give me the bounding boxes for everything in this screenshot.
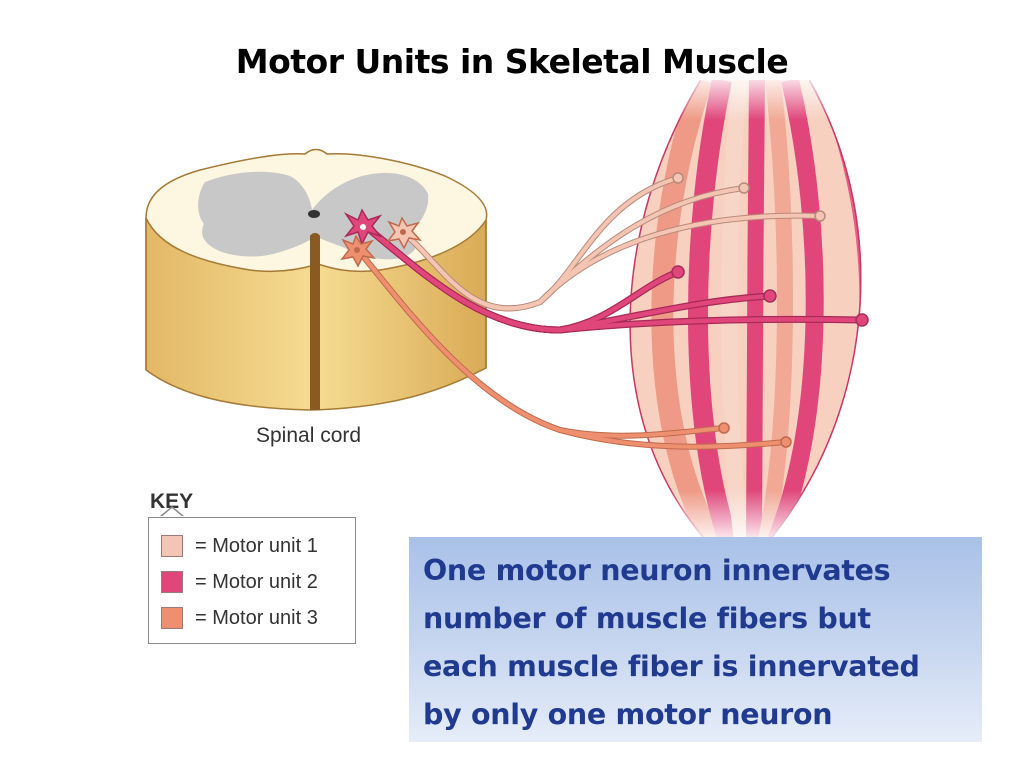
key-item-motor-unit-2: = Motor unit 2 bbox=[161, 570, 318, 594]
key-title: KEY bbox=[150, 490, 194, 513]
key-item-motor-unit-3: = Motor unit 3 bbox=[161, 606, 318, 630]
callout-box: One motor neuron innervates number of mu… bbox=[409, 537, 982, 742]
motor-neurons bbox=[340, 208, 423, 268]
anterior-fissure bbox=[310, 233, 320, 410]
spinal-cord-label: Spinal cord bbox=[256, 424, 362, 447]
central-canal bbox=[308, 210, 320, 218]
axon-terminals bbox=[671, 172, 869, 448]
key-label: = Motor unit 1 bbox=[195, 534, 318, 557]
callout-text: One motor neuron innervates number of mu… bbox=[423, 554, 920, 731]
slide-title: Motor Units in Skeletal Muscle bbox=[235, 42, 789, 81]
key-swatch bbox=[161, 607, 183, 629]
axons bbox=[355, 172, 869, 450]
muscle-fiber bbox=[746, 80, 765, 540]
key-swatch bbox=[161, 571, 183, 593]
key-box: = Motor unit 1 = Motor unit 2 = Motor un… bbox=[148, 517, 356, 644]
key-item-motor-unit-1: = Motor unit 1 bbox=[161, 534, 318, 558]
skeletal-muscle bbox=[629, 80, 862, 540]
key-label: = Motor unit 2 bbox=[195, 570, 318, 593]
key-swatch bbox=[161, 535, 183, 557]
key-label: = Motor unit 3 bbox=[195, 606, 318, 629]
